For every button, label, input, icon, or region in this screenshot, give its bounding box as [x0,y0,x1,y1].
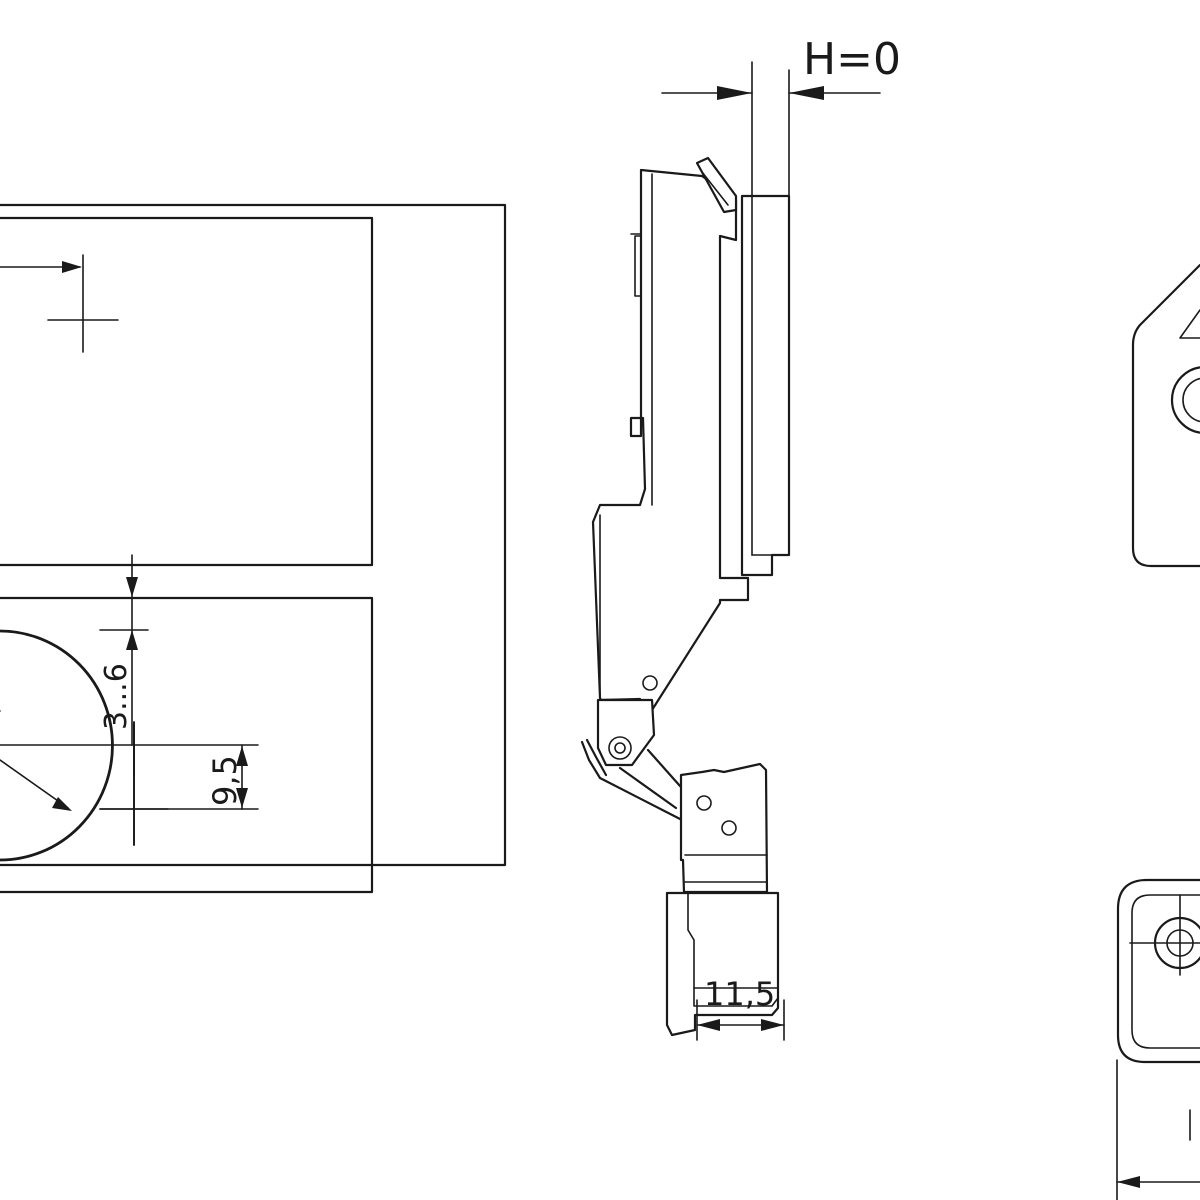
arm-thickness-label: 11,5 [704,975,775,1013]
gap-arrow-bottom [126,630,138,650]
mounting-plate-lower-inner [687,892,779,1007]
plan-upper-cam-inner [1182,377,1200,423]
knuckle-pin-inner [614,742,626,754]
hinge-top-clip-inner [701,171,729,206]
gap-range-label: 3...6 [99,663,134,730]
thickness-arrow-right [761,1019,784,1031]
overlay-arrow-right [789,86,824,100]
cabinet-side-outline [0,203,507,867]
plan-dim-arrow [1117,1176,1140,1188]
cup-offset-label: 9,5 [206,755,244,806]
plan-lower-plate [1116,878,1200,1064]
plan-upper-triangle [1179,309,1200,339]
mounting-screw-1 [696,795,712,811]
overlay-arrow-left [717,86,752,100]
upper-dimension-arrow [62,261,82,273]
drilling-pattern-view: 3...6 9,5 [0,203,507,894]
linkage-arm-lower [618,766,678,810]
linkage-arm-outer [580,740,684,822]
door-plate [740,194,791,577]
offset-arrow-top [236,746,248,766]
plan-lower-plate-inner [1131,894,1200,1049]
cup-radius-arrow [52,797,72,811]
mounting-screw-2 [721,820,737,836]
overlay-height-label: H=0 [803,34,901,85]
linkage-arm-upper [646,748,682,788]
offset-arrow-bottom [236,788,248,808]
thickness-arrow-left [697,1019,720,1031]
gap-arrow-top [126,577,138,597]
hinge-side-view: H=0 [580,34,901,1041]
lower-door-panel [0,596,374,894]
hinge-arm-notch [634,235,642,297]
hinge-plan-view [1116,263,1200,1200]
hinge-top-clip [695,156,738,214]
pivot-pin-upper [642,675,658,691]
hinge-arm-body [591,168,750,716]
linkage-arm-inner [585,738,608,777]
mounting-plate-lower [665,891,780,1037]
upper-door-panel [0,216,374,567]
plan-upper-plate [1131,263,1200,568]
